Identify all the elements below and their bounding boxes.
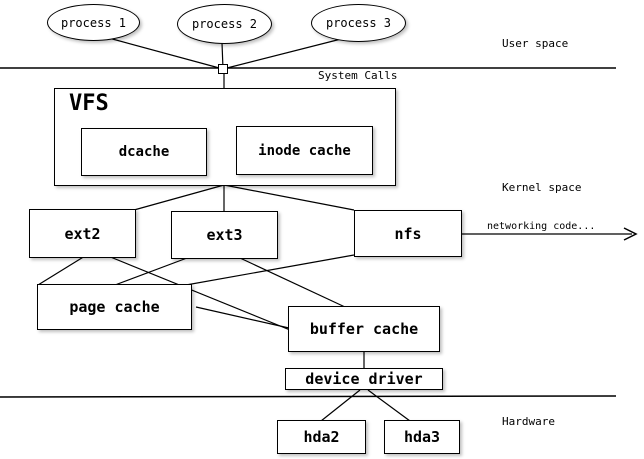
ext2-pagecache-link [37,255,86,286]
process1-link [104,36,224,70]
kernel-hardware-divider [0,395,617,398]
kernel-space-label: Kernel space [502,181,582,194]
buffer-cache-box: buffer cache [288,306,440,352]
ext2-box: ext2 [29,209,136,258]
process-node-3: process 3 [311,4,406,42]
process3-link [222,37,346,70]
device-driver-box: device driver [285,368,443,390]
dcache-box: dcache [81,128,207,176]
page-cache-box: page cache [37,284,192,330]
syscall-junction [218,64,228,74]
ext2-buffercache-link [107,255,291,331]
vfs-ext2-link [133,184,225,211]
ext3-pagecache-link [114,257,188,286]
ext3-buffercache-link [239,257,346,308]
networking-arrowhead [623,227,638,241]
driver-hda3-link [367,389,411,422]
nfs-box: nfs [354,210,462,257]
driver-hda2-link [320,389,361,422]
vfs-nfs-link [223,184,355,211]
pagecache-buffercache-link [195,306,290,329]
vfs-title: VFS [69,91,109,116]
hda3-box: hda3 [384,420,460,454]
networking-code-label: networking code... [487,221,596,232]
inode-cache-box: inode cache [236,126,373,175]
process-node-2: process 2 [177,4,272,44]
hda2-box: hda2 [277,420,366,454]
ext3-box: ext3 [171,211,278,259]
process-node-1: process 1 [47,4,140,41]
nfs-pagecache-link [185,254,355,286]
user-space-label: User space [502,37,569,50]
hardware-label: Hardware [502,415,555,428]
system-calls-label: System Calls [318,69,398,82]
